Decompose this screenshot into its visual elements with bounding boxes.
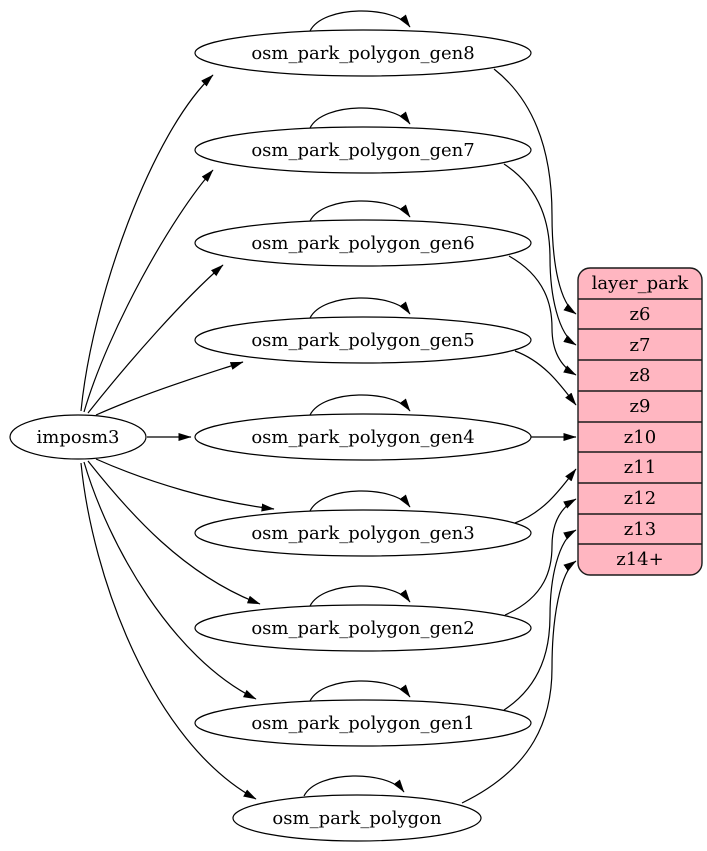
edge-gen8-to-z6 <box>493 68 577 315</box>
node-osm-park-polygon-gen7: osm_park_polygon_gen7 <box>194 126 532 174</box>
self-loop-gen2 <box>309 585 411 607</box>
self-loop-gen6 <box>309 200 411 222</box>
edge-imposm3-to-gen8 <box>80 74 214 412</box>
layer-row-z14plus: z14+ <box>616 549 663 570</box>
node-osm-park-polygon: osm_park_polygon <box>232 794 482 842</box>
edge-gen5-to-z9 <box>514 350 577 406</box>
layer-row-z8: z8 <box>630 365 651 386</box>
edge-imposm3-to-gen5 <box>95 361 244 416</box>
layer-park-table-title: layer_park <box>592 273 690 294</box>
node-imposm3: imposm3 <box>9 414 147 460</box>
edge-imposm3-to-gen1 <box>83 461 257 700</box>
self-loop-gen7 <box>309 107 411 129</box>
node-label-gen1: osm_park_polygon_gen1 <box>251 713 474 734</box>
layer-row-z6: z6 <box>630 304 651 325</box>
self-loop-gen5 <box>309 297 411 319</box>
node-label-gen3: osm_park_polygon_gen3 <box>251 523 474 544</box>
edge-imposm3-to-polygon <box>80 462 257 800</box>
edge-gen3-to-z11 <box>514 468 577 524</box>
self-loop-polygon <box>303 775 405 797</box>
edges-to-layer-table <box>461 68 577 804</box>
node-osm-park-polygon-gen2: osm_park_polygon_gen2 <box>194 604 532 652</box>
self-loop-gen1 <box>309 680 411 702</box>
layer-row-z10: z10 <box>624 427 656 448</box>
layer-row-z9: z9 <box>630 396 651 417</box>
node-osm-park-polygon-gen8: osm_park_polygon_gen8 <box>194 29 532 77</box>
edge-polygon-to-z14plus <box>461 560 577 804</box>
node-label-gen4: osm_park_polygon_gen4 <box>251 427 474 448</box>
self-loop-edges <box>303 10 411 797</box>
edge-imposm3-to-gen6 <box>87 264 224 414</box>
node-label-polygon: osm_park_polygon <box>272 808 442 829</box>
node-label-gen7: osm_park_polygon_gen7 <box>251 140 474 161</box>
edge-imposm3-to-gen2 <box>87 460 261 605</box>
edge-gen7-to-z7 <box>503 163 577 346</box>
node-osm-park-polygon-gen5: osm_park_polygon_gen5 <box>194 316 532 364</box>
node-label-gen5: osm_park_polygon_gen5 <box>251 330 474 351</box>
edge-gen2-to-z12 <box>504 498 577 616</box>
edge-imposm3-to-gen7 <box>83 169 214 413</box>
layer-row-z13: z13 <box>624 519 656 540</box>
node-label-gen8: osm_park_polygon_gen8 <box>251 43 474 64</box>
node-osm-park-polygon-gen4: osm_park_polygon_gen4 <box>194 413 532 461</box>
edge-gen1-to-z13 <box>503 529 577 711</box>
self-loop-gen8 <box>309 10 411 32</box>
self-loop-gen3 <box>309 490 411 512</box>
node-label-gen2: osm_park_polygon_gen2 <box>251 618 474 639</box>
node-osm-park-polygon-gen1: osm_park_polygon_gen1 <box>194 699 532 747</box>
node-layer-park-table: layer_park z6 z7 z8 z9 z10 z11 z12 z13 z… <box>577 267 703 576</box>
edges-from-source <box>80 74 275 800</box>
node-osm-park-polygon-gen6: osm_park_polygon_gen6 <box>194 219 532 267</box>
layer-row-z12: z12 <box>624 488 656 509</box>
self-loop-gen4 <box>309 394 411 416</box>
node-label-gen6: osm_park_polygon_gen6 <box>251 233 474 254</box>
edge-imposm3-to-gen3 <box>95 458 275 512</box>
layer-row-z11: z11 <box>624 457 656 478</box>
node-osm-park-polygon-gen3: osm_park_polygon_gen3 <box>194 509 532 557</box>
node-label-imposm3: imposm3 <box>37 427 120 448</box>
layer-row-z7: z7 <box>630 335 651 356</box>
edge-gen6-to-z8 <box>508 255 577 376</box>
